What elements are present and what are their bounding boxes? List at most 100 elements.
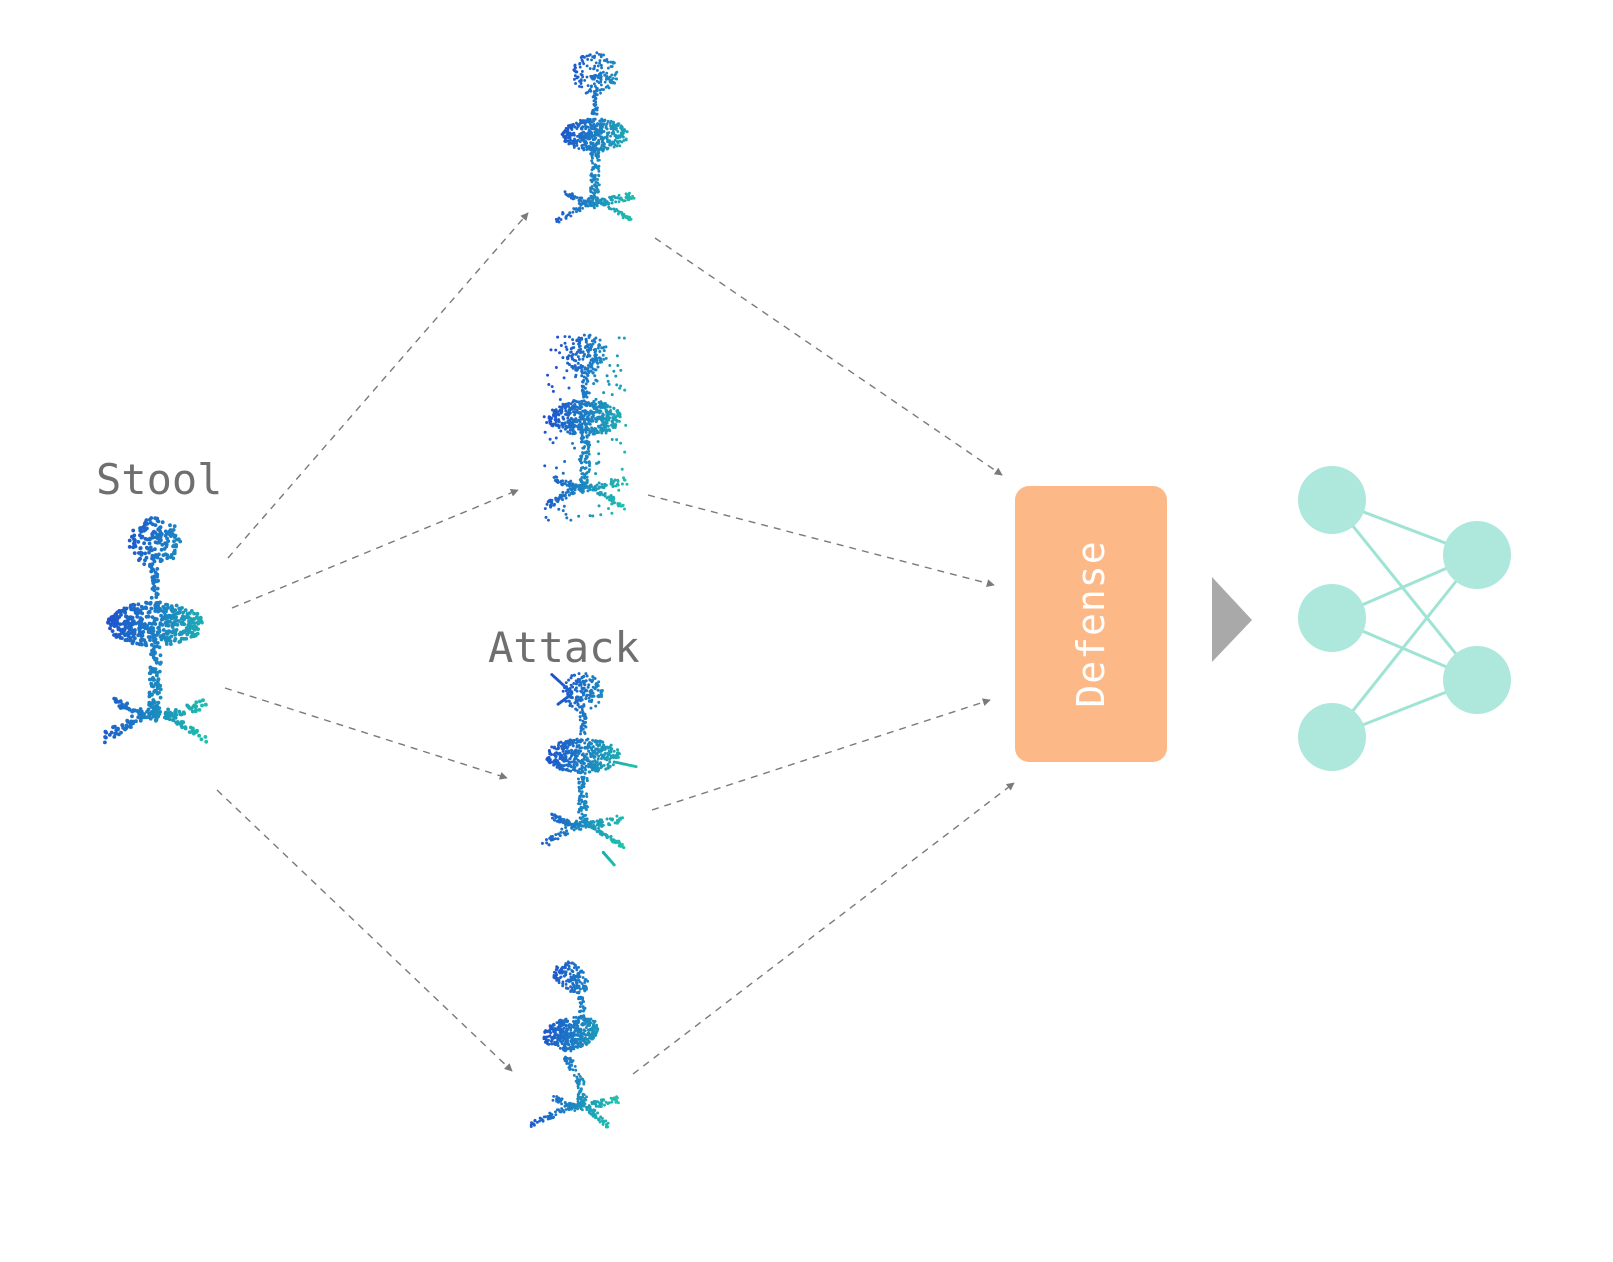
point-cloud-dot	[130, 714, 134, 719]
point-cloud-dot	[573, 1103, 576, 1106]
point-cloud-dot	[591, 745, 595, 749]
point-cloud-dot	[571, 427, 575, 431]
point-cloud-dot	[583, 457, 587, 461]
point-cloud-dot	[136, 602, 141, 607]
point-cloud-dot	[573, 987, 577, 991]
point-cloud-dot	[611, 763, 615, 767]
point-cloud-dot	[588, 333, 592, 337]
defense-module: Defense	[1015, 486, 1167, 762]
point-cloud-dot	[619, 441, 623, 445]
point-cloud-dot	[153, 547, 157, 552]
point-cloud-dot	[599, 146, 603, 150]
point-cloud-dot	[618, 144, 622, 148]
point-cloud-dot	[594, 97, 598, 101]
point-cloud-dot	[572, 973, 576, 977]
point-cloud-dot	[622, 138, 626, 142]
point-cloud-dot	[619, 384, 623, 388]
point-cloud-dot	[585, 694, 588, 698]
point-cloud-dot	[597, 826, 601, 830]
point-cloud-dot	[131, 630, 136, 635]
point-cloud-dot	[150, 578, 155, 583]
point-cloud-dot	[550, 408, 554, 412]
point-cloud-dot	[569, 990, 572, 993]
point-cloud-dot	[609, 81, 613, 84]
point-cloud-dot	[587, 464, 591, 468]
point-cloud-dot	[583, 741, 587, 745]
point-cloud-dot	[614, 127, 618, 130]
point-cloud-dot	[614, 136, 618, 140]
point-cloud-dot	[160, 520, 165, 525]
point-cloud-dot	[584, 679, 588, 683]
point-cloud-dot	[133, 538, 137, 543]
point-cloud-dot	[584, 1018, 588, 1022]
point-cloud-dot	[610, 201, 614, 205]
point-cloud-dot	[143, 558, 147, 563]
point-cloud-dot	[111, 725, 115, 729]
point-cloud-dot	[587, 765, 591, 769]
point-cloud-dot	[197, 708, 202, 712]
point-cloud-dot	[576, 703, 580, 707]
point-cloud-dot	[593, 136, 597, 140]
point-cloud-dot	[563, 427, 567, 431]
point-cloud-dot	[171, 556, 176, 561]
point-cloud-dot	[171, 528, 176, 532]
point-cloud-dot	[598, 350, 602, 354]
point-cloud-dot	[590, 168, 594, 172]
point-cloud-dot	[592, 764, 596, 768]
point-cloud-dot	[581, 1095, 584, 1099]
point-cloud-dot	[596, 405, 600, 409]
point-cloud-dot	[179, 636, 184, 641]
point-cloud-dot	[569, 1049, 573, 1053]
point-cloud-dot	[601, 70, 605, 74]
point-cloud-dot	[138, 718, 143, 723]
point-cloud-dot	[574, 963, 577, 967]
point-cloud-dot	[585, 372, 589, 376]
edge-stool-to-attack-1	[227, 212, 529, 559]
point-cloud-dot	[564, 825, 568, 829]
point-cloud-dot	[580, 769, 584, 773]
point-cloud-dot	[616, 751, 620, 755]
point-cloud-dot	[569, 141, 573, 145]
point-cloud-dot	[567, 140, 571, 143]
point-cloud-dot	[555, 978, 559, 982]
network-node	[1298, 703, 1366, 771]
point-cloud-dot	[597, 1117, 601, 1121]
point-cloud-dot	[551, 1042, 555, 1046]
point-cloud-dot	[173, 632, 177, 637]
point-cloud-dot	[566, 194, 570, 198]
point-cloud-dot	[116, 727, 120, 732]
point-cloud-dot	[581, 1042, 584, 1046]
point-cloud-dot	[582, 333, 586, 337]
point-cloud-dot	[569, 676, 573, 680]
point-cloud-dot	[582, 395, 586, 399]
point-cloud-dot	[600, 346, 604, 350]
point-cloud-dot	[606, 84, 610, 88]
point-cloud-dot	[562, 130, 566, 134]
point-cloud-dot	[561, 490, 565, 494]
point-cloud-dot	[575, 695, 579, 699]
point-cloud-dot	[583, 476, 587, 480]
point-cloud-dot	[566, 1028, 569, 1032]
point-cloud-dot	[585, 475, 589, 479]
point-cloud-dot	[576, 138, 580, 142]
point-cloud-dot	[602, 425, 606, 429]
point-cloud-dot	[613, 415, 617, 419]
point-cloud-dot	[605, 147, 609, 151]
point-cloud-dot	[568, 123, 571, 127]
point-cloud-dot	[592, 117, 595, 121]
flow-triangle-icon	[1212, 577, 1252, 662]
point-cloud-dot	[142, 562, 147, 566]
point-cloud-dot	[579, 738, 583, 742]
point-cloud-dot	[567, 142, 571, 146]
point-cloud-dot	[586, 349, 590, 353]
point-cloud-dot	[147, 694, 152, 698]
point-cloud-dot	[608, 363, 612, 367]
point-cloud-dot	[132, 603, 137, 607]
point-cloud-dot	[597, 169, 601, 173]
point-cloud-dot	[115, 633, 119, 638]
point-cloud-dot	[148, 600, 153, 605]
point-cloud-dot	[174, 708, 178, 712]
point-cloud-dot	[587, 391, 591, 395]
point-cloud-dot	[581, 451, 585, 455]
point-cloud-dot	[565, 829, 569, 833]
